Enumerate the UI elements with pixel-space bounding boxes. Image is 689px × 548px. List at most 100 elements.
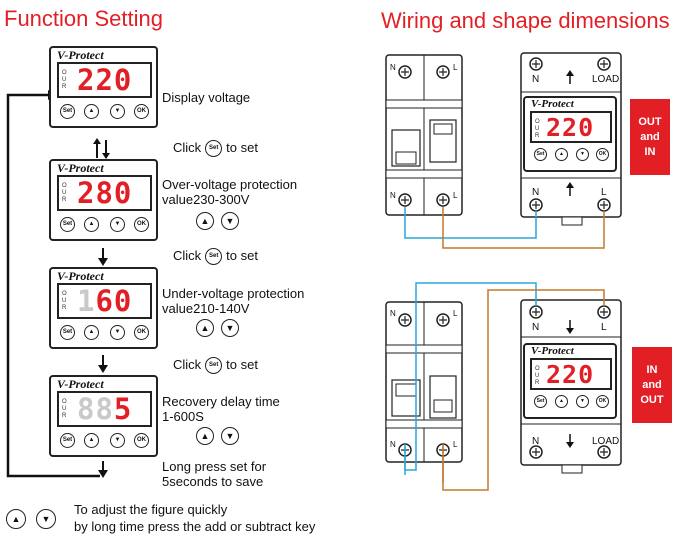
display-digits: 160 [77, 286, 132, 316]
brand-label: V-Protect [57, 269, 104, 283]
protector-top-n: N [532, 74, 540, 85]
protector-bottom-n: N [532, 322, 540, 333]
set-button: Set [60, 104, 75, 119]
down-button: ▼ [576, 395, 589, 408]
display-digits: 885 [77, 394, 132, 424]
down-button: ▼ [110, 325, 125, 340]
set-button: Set [60, 433, 75, 448]
button-row: Set ▲ ▼ OK [56, 100, 151, 120]
button-row: Set▲▼OK [530, 146, 612, 166]
ok-button: OK [134, 433, 149, 448]
down-button: ▼ [110, 433, 125, 448]
up-button: ▲ [84, 217, 99, 232]
digits-lit: 60 [95, 284, 133, 318]
button-row: Set ▲ ▼ OK [56, 429, 151, 449]
breaker-top [385, 54, 463, 216]
digits-lit: 220 [77, 63, 133, 97]
up-button: ▲ [555, 148, 568, 161]
footer-note: To adjust the figure quickly by long tim… [74, 502, 316, 534]
up-icon-footer: ▲ [6, 509, 26, 529]
protector-top-load: LOAD [592, 74, 620, 85]
brand-label: V-Protect [57, 161, 104, 175]
set-icon: Set [205, 140, 223, 158]
step1-label: Display voltage [162, 90, 251, 105]
down-button-step2: ▼ [221, 212, 239, 230]
down-button: ▼ [110, 217, 125, 232]
function-setting-title: Function Setting [4, 6, 163, 31]
breaker-top-n: N [390, 63, 396, 72]
up-button-step4: ▲ [196, 427, 214, 445]
step3-label: Under-voltage protection value210-140V [162, 286, 305, 316]
down-button: ▼ [576, 148, 589, 161]
up-button: ▲ [84, 104, 99, 119]
breaker-bottom-n: N [390, 309, 396, 318]
digits-dim: 1 [77, 284, 96, 318]
set-button: Set [534, 148, 547, 161]
set-button: Set [60, 325, 75, 340]
button-row: Set▲▼OK [56, 213, 151, 233]
down-button-step3: ▼ [221, 319, 239, 337]
wire-brown-top [442, 207, 605, 249]
step2-label: Over-voltage protection value230-300V [162, 177, 298, 207]
wire-blue-bottom [404, 282, 537, 471]
set-button: Set [60, 217, 75, 232]
down-button-step4: ▼ [221, 427, 239, 445]
digits-dim: 88 [77, 392, 114, 426]
display-digits: 280 [77, 178, 132, 208]
protector-bottom-bottom-n: N [532, 436, 540, 447]
ok-button: OK [134, 325, 149, 340]
up-button: ▲ [84, 325, 99, 340]
up-button-step2: ▲ [196, 212, 214, 230]
digits-lit: 280 [77, 176, 133, 210]
breaker-top-l: L [453, 63, 458, 72]
digits-lit: 5 [113, 392, 133, 426]
button-row: Set▲▼OK [530, 393, 612, 413]
ok-button: OK [134, 104, 149, 119]
wire-brown-bottom [442, 289, 605, 491]
set-icon: Set [205, 357, 223, 375]
step4-label: Recovery delay time 1-600S [162, 394, 280, 424]
set-button: Set [534, 395, 547, 408]
brand-label: V-Protect [531, 98, 574, 110]
set-icon: Set [205, 248, 223, 266]
badge-in-and-out: IN and OUT [632, 347, 672, 423]
breaker-bottom-l: L [453, 309, 458, 318]
wiring-title: Wiring and shape dimensions [381, 8, 670, 33]
wire-blue-top [404, 207, 537, 239]
loop-back-line [6, 93, 100, 478]
breaker-top-n-bottom: N [390, 191, 396, 200]
breaker-bottom [385, 301, 463, 463]
display-digits: 220 [77, 65, 132, 95]
up-button-step3: ▲ [196, 319, 214, 337]
up-button: ▲ [84, 433, 99, 448]
down-button: ▼ [110, 104, 125, 119]
protector-bottom-l: L [601, 322, 607, 333]
brand-label: V-Protect [57, 48, 104, 62]
display-digits: 220 [546, 360, 595, 389]
breaker-bottom-l-low: L [453, 440, 458, 449]
brand-label: V-Protect [531, 345, 574, 357]
down-icon-footer: ▼ [36, 509, 56, 529]
breaker-bottom-n-low: N [390, 440, 396, 449]
protector-bottom-load: LOAD [592, 436, 620, 447]
